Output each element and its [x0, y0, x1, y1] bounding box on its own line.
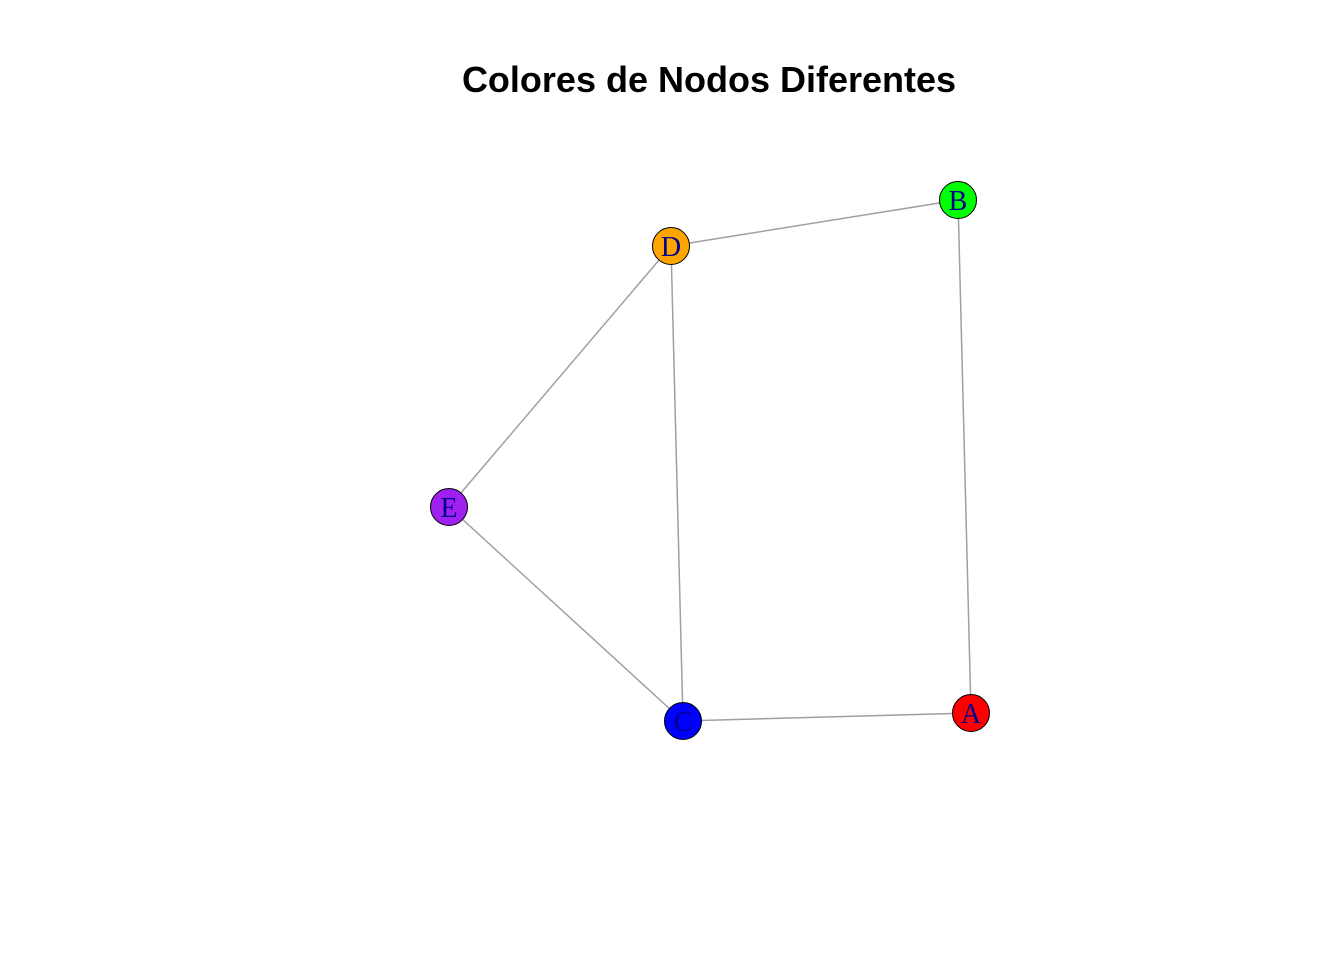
node-label-c: C — [674, 707, 693, 738]
node-circle-b — [939, 181, 977, 219]
nodes-layer: A B C D E — [430, 181, 990, 740]
node-circle-d — [652, 227, 690, 265]
node-label-d: D — [661, 232, 681, 263]
edge-c-a — [682, 712, 972, 722]
node-circle-a — [952, 694, 990, 732]
node-e: E — [430, 488, 468, 526]
node-c: C — [664, 702, 702, 740]
node-b: B — [939, 181, 977, 219]
edges-layer — [448, 199, 972, 722]
node-circle-c — [664, 702, 702, 740]
node-label-e: E — [440, 493, 457, 524]
node-label-b: B — [949, 186, 968, 217]
node-a: A — [952, 694, 990, 732]
node-circle-e — [430, 488, 468, 526]
edge-e-c — [448, 506, 684, 722]
edge-d-e — [448, 245, 672, 508]
node-d: D — [652, 227, 690, 265]
edge-b-a — [957, 199, 972, 714]
edge-d-c — [670, 245, 684, 722]
node-label-a: A — [961, 699, 982, 730]
edge-d-b — [670, 199, 959, 247]
